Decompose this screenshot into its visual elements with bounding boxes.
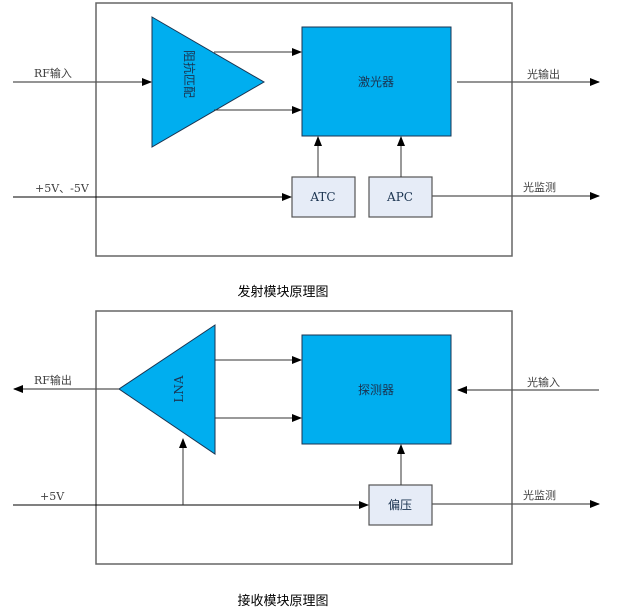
power-label: +5V、-5V — [35, 182, 90, 195]
transmitter-diagram: 阻抗匹配 激光器 ATC APC RF输入 +5V、-5V 光输出 光监测 发射… — [13, 2, 600, 300]
lna-label: LNA — [172, 375, 186, 402]
laser-block — [301, 26, 452, 137]
detector-label: 探测器 — [358, 383, 394, 397]
bias-label: 偏压 — [388, 497, 412, 512]
laser-label: 激光器 — [358, 75, 394, 89]
optical-output-label: 光输出 — [527, 67, 560, 81]
receiver-caption: 接收模块原理图 — [237, 593, 328, 609]
atc-block — [291, 176, 356, 218]
optical-monitor-label: 光监测 — [523, 488, 556, 502]
optical-input-label: 光输入 — [527, 375, 560, 389]
atc-label: ATC — [309, 190, 335, 204]
impedance-match-triangle — [151, 16, 265, 148]
detector-block — [301, 334, 452, 445]
bias-block — [368, 484, 433, 526]
receiver-diagram: LNA 探测器 偏压 RF输出 +5V 光输入 光监测 接收模块原理图 — [13, 310, 600, 609]
rf-output-label: RF输出 — [34, 373, 72, 387]
transmitter-caption: 发射模块原理图 — [237, 284, 328, 300]
rf-input-label: RF输入 — [34, 66, 72, 80]
transmitter-module-border — [95, 2, 513, 257]
lna-triangle — [118, 324, 216, 455]
optical-monitor-label: 光监测 — [523, 180, 556, 194]
receiver-module-border — [95, 310, 513, 565]
power-label: +5V — [40, 490, 65, 503]
impedance-match-label: 阻抗匹配 — [182, 50, 197, 98]
apc-label: APC — [386, 190, 413, 204]
